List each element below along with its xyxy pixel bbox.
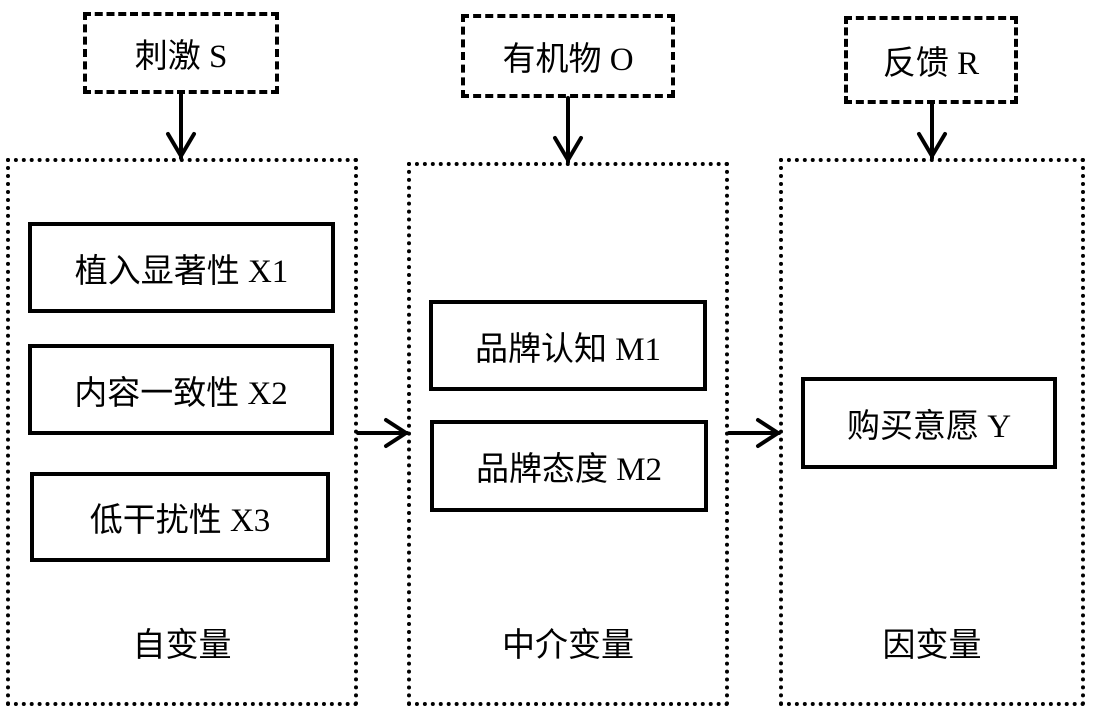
variable-box-x3: 低干扰性 X3 (30, 472, 330, 562)
variable-label: 品牌认知 M1 (474, 331, 662, 368)
mediator-caption: 中介变量 (502, 628, 634, 664)
variable-box-x1: 植入显著性 X1 (28, 222, 335, 313)
variable-box-m1: 品牌认知 M1 (429, 300, 707, 391)
variable-label: 植入显著性 X1 (74, 253, 289, 290)
arrow-organism-down (553, 96, 583, 164)
variable-label: 品牌态度 M2 (475, 452, 663, 488)
organism-label: 有机物 O (502, 42, 634, 78)
independent-caption: 自变量 (132, 628, 232, 664)
variable-box-x2: 内容一致性 X2 (28, 344, 334, 435)
dependent-caption: 因变量 (882, 628, 982, 664)
stimulus-label: 刺激 S (134, 39, 228, 75)
variable-label: 购买意愿 Y (846, 409, 1012, 445)
arrow-independent-to-mediator (356, 418, 410, 448)
variable-label: 内容一致性 X2 (74, 375, 288, 412)
variable-label: 低干扰性 X3 (89, 503, 271, 539)
variable-box-m2: 品牌态度 M2 (430, 420, 708, 512)
variable-box-y: 购买意愿 Y (801, 377, 1057, 469)
response-label: 反馈 R (882, 46, 980, 82)
independent-variable-panel (6, 158, 358, 706)
arrow-response-down (917, 102, 947, 160)
response-box: 反馈 R (844, 16, 1018, 104)
arrow-mediator-to-dependent (727, 418, 782, 448)
arrow-stimulus-down (166, 92, 196, 160)
